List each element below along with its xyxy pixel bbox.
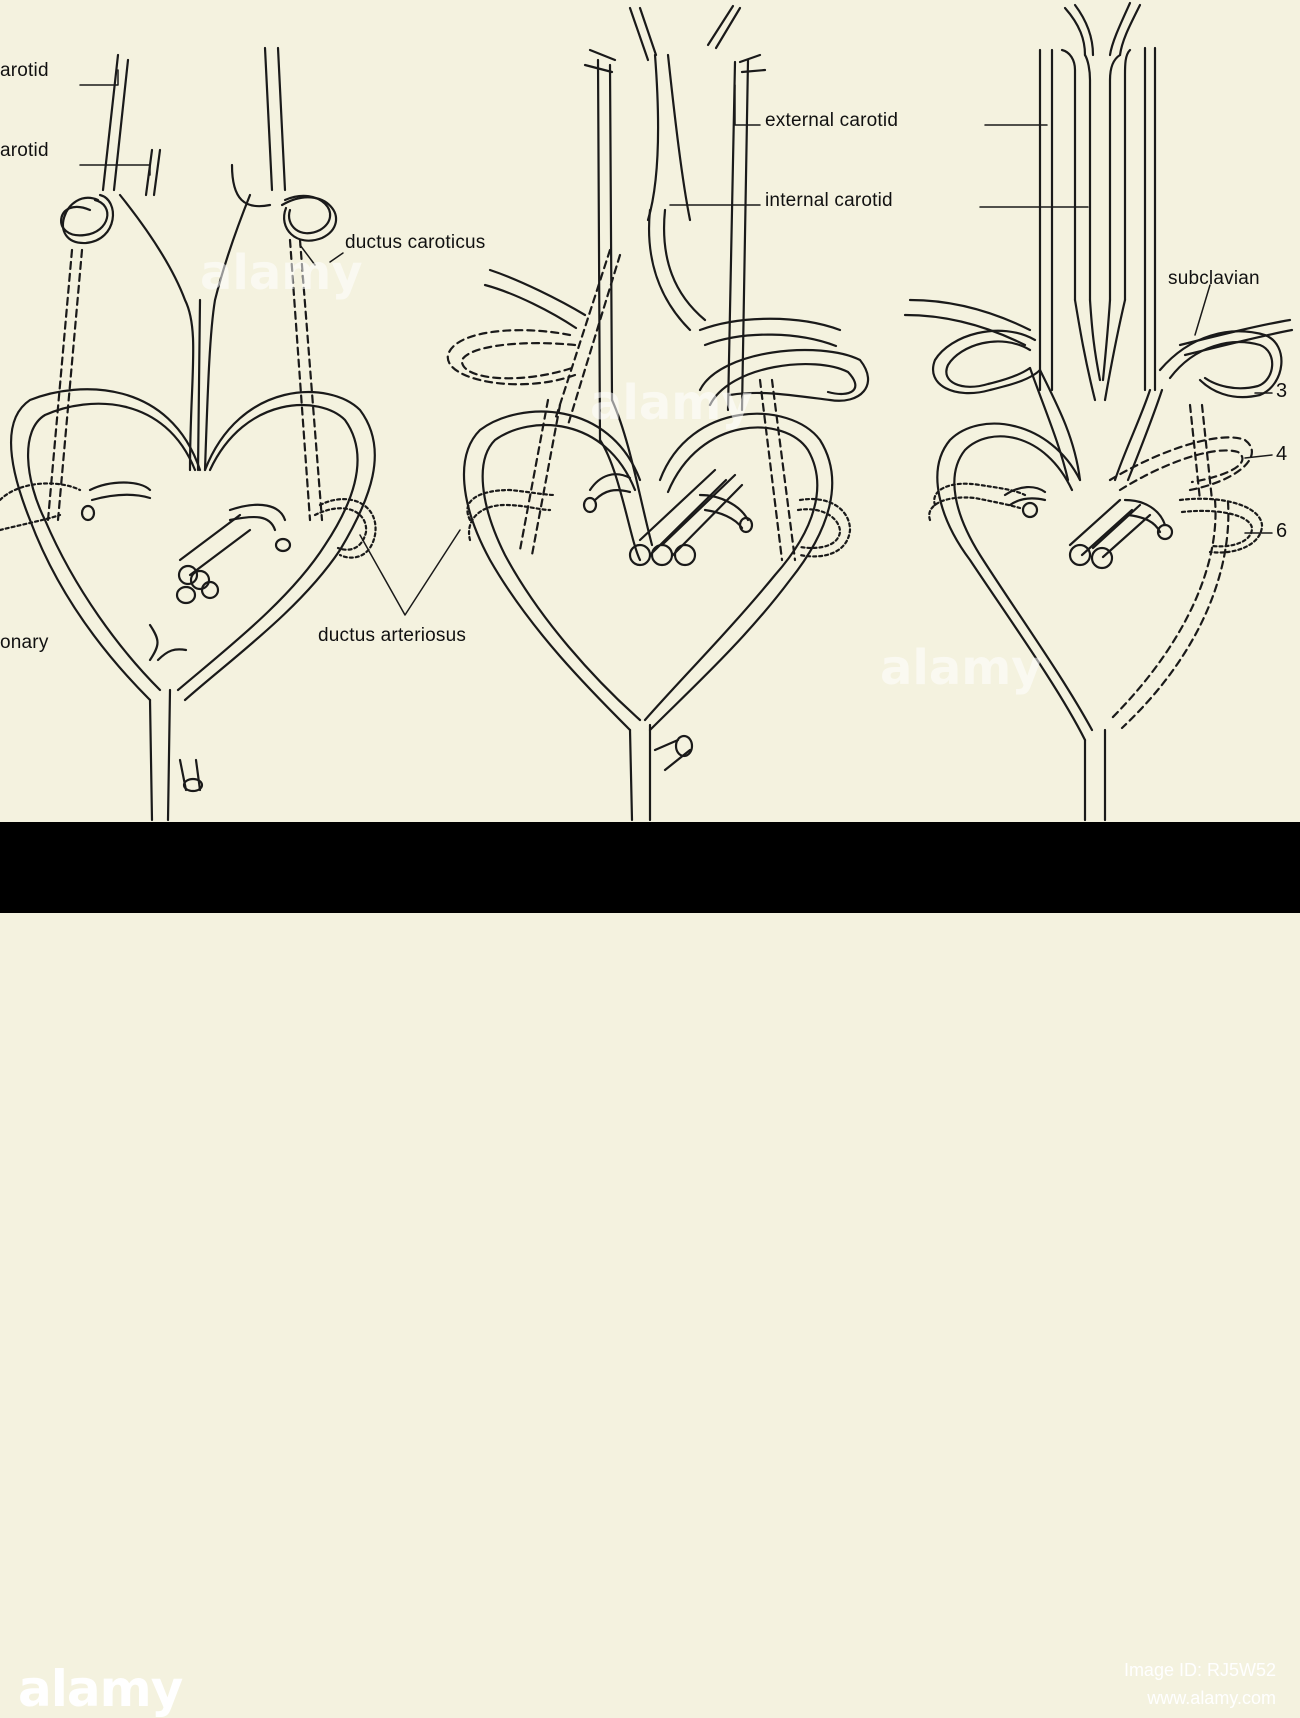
aortic-arch-diagram <box>0 1 1294 822</box>
brand-logo[interactable]: alamy <box>18 1660 183 1718</box>
watermark-2: alamy <box>590 375 753 431</box>
watermark-3: alamy <box>880 640 1043 696</box>
watermark-1: alamy <box>200 245 363 301</box>
right-diagram <box>903 1 1294 822</box>
left-diagram <box>0 46 377 822</box>
footer-bar: alamy Image ID: RJ5W52 www.alamy.com <box>0 822 1300 1718</box>
label-arch-6: 6 <box>1276 520 1288 542</box>
label-ductus-caroticus: ductus caroticus <box>345 232 486 253</box>
label-external-carotid: external carotid <box>765 110 899 131</box>
label-arch-4: 4 <box>1276 443 1288 465</box>
site-url[interactable]: www.alamy.com <box>1147 1688 1276 1708</box>
label-arch-3: 3 <box>1276 380 1288 402</box>
label-internal-carotid: internal carotid <box>765 190 893 211</box>
middle-diagram <box>446 4 870 822</box>
label-pulmonary: onary <box>0 632 49 653</box>
image-id-text: Image ID: RJ5W52 <box>1123 1660 1276 1680</box>
leader-lines <box>79 69 1273 616</box>
label-ductus-arteriosus: ductus arteriosus <box>318 625 467 646</box>
label-carotid-second: arotid <box>0 140 49 161</box>
figure-panel: arotid arotid ductus caroticus onary duc… <box>0 0 1300 822</box>
label-carotid-top: arotid <box>0 60 49 81</box>
label-subclavian: subclavian <box>1168 268 1260 289</box>
